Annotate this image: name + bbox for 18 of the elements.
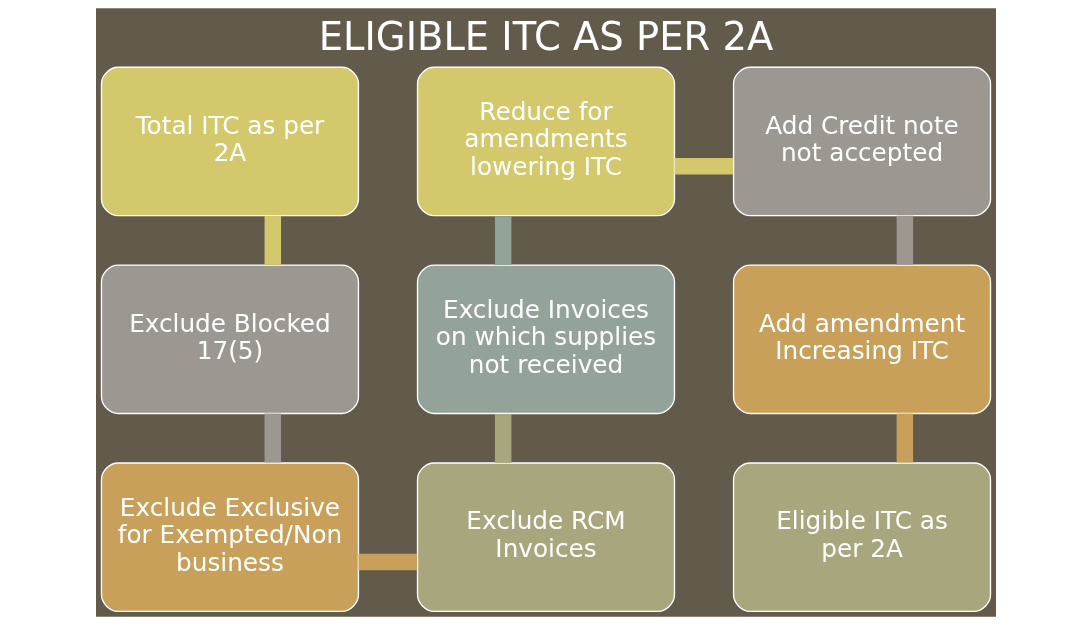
connector (264, 413, 281, 463)
node-box: Total ITC as per 2A (100, 66, 359, 217)
connector (494, 413, 511, 463)
connector (264, 215, 281, 265)
connector (674, 157, 733, 175)
node-box: Exclude Blocked 17(5) (100, 264, 359, 415)
connector (896, 413, 913, 463)
node-box: Exclude RCM Invoices (416, 462, 675, 613)
connector (494, 216, 511, 266)
node-box: Reduce for amendments lowering ITC (416, 66, 675, 217)
node-box: Exclude Invoices on which supplies not received (416, 264, 675, 415)
node-box: Eligible ITC as per 2A (732, 462, 991, 613)
node-box: Add Credit note not accepted (732, 66, 991, 217)
connector (896, 215, 913, 265)
connector (358, 553, 417, 571)
node-box: Exclude Exclusive for Exempted/Non business (100, 462, 359, 613)
node-box: Add amendment Increasing ITC (732, 264, 991, 415)
diagram-title: ELIGIBLE ITC AS PER 2A (318, 13, 773, 59)
